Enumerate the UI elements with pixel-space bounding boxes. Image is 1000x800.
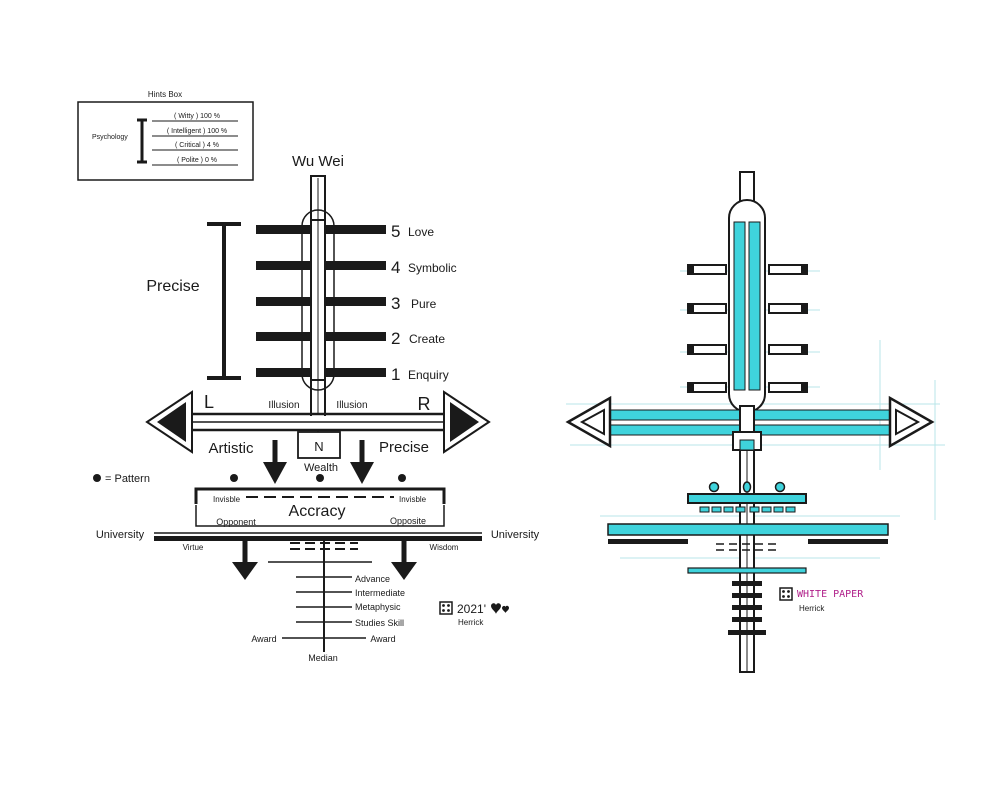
hint-item: ( Intelligent ) 100 % <box>167 128 227 135</box>
precise-right-label: Precise <box>379 439 429 456</box>
capsule-fill-left <box>733 221 746 391</box>
level-number: 1 <box>391 365 400 384</box>
invisible-right-label: Invisble <box>399 495 427 504</box>
hint-item: ( Polite ) 0 % <box>177 157 217 164</box>
illusion-left-label: Illusion <box>268 400 299 411</box>
arrow-left-label: L <box>204 392 214 412</box>
university-right-label: University <box>491 529 540 541</box>
right-university-bar <box>607 523 889 536</box>
right-lower-bar <box>687 567 807 574</box>
accracy-label: Accracy <box>289 503 346 520</box>
wisdom-label: Wisdom <box>430 543 459 552</box>
hint-item: ( Witty ) 100 % <box>174 113 220 120</box>
level-label: Create <box>409 332 445 346</box>
capsule-fill-right <box>748 221 761 391</box>
accracy-frame <box>194 487 446 527</box>
invisible-left-label: Invisble <box>213 495 241 504</box>
dice-icon <box>439 601 453 615</box>
hint-item: ( Critical ) 4 % <box>175 142 219 149</box>
heart-icon <box>502 605 509 613</box>
level-labels: 5 Love 4 Symbolic 3 Pure 2 Create 1 Enqu… <box>391 222 457 384</box>
down-arrow <box>391 562 417 580</box>
down-arrow <box>232 562 258 580</box>
ladder-label: Metaphysic <box>355 602 401 612</box>
arrow-right-label: R <box>418 394 431 414</box>
level-label: Pure <box>411 297 437 311</box>
hints-box-title: Hints Box <box>148 90 182 99</box>
white-paper-title: WHITE PAPER <box>797 589 864 600</box>
level-label: Love <box>408 225 434 239</box>
heart-icon <box>491 603 501 614</box>
pattern-dot <box>230 474 238 482</box>
virtue-label: Virtue <box>183 543 204 552</box>
precise-label: Precise <box>146 278 199 295</box>
hints-box-rows <box>152 120 238 166</box>
right-diagram: WHITE PAPER Herrick <box>565 171 945 673</box>
wealth-label: Wealth <box>304 462 338 474</box>
illusion-right-label: Illusion <box>336 400 367 411</box>
hints-box-bracket <box>137 118 147 164</box>
hints-box-frame <box>77 101 254 181</box>
opponent-label: Opponent <box>216 517 256 527</box>
pattern-legend-dot <box>93 474 101 482</box>
n-box <box>297 431 341 459</box>
level-label: Enquiry <box>408 368 449 382</box>
year-label: 2021' <box>457 602 486 616</box>
median-label: Median <box>308 653 338 663</box>
ladder-label: Advance <box>355 574 390 584</box>
precise-bracket <box>207 222 241 380</box>
level-number: 3 <box>391 294 400 313</box>
award-left-label: Award <box>251 634 276 644</box>
pattern-legend-label: = Pattern <box>105 473 150 485</box>
author-label-right: Herrick <box>799 604 825 613</box>
university-left-label: University <box>96 529 145 541</box>
right-pattern-dots <box>708 481 786 493</box>
artistic-label: Artistic <box>209 440 255 457</box>
down-arrows-upper <box>263 440 374 484</box>
opposite-label: Opposite <box>390 516 426 526</box>
ladder <box>268 541 372 652</box>
side-rungs <box>687 264 808 393</box>
hints-box: Hints Box Psychology ( Witty ) 100 % ( I… <box>77 90 254 181</box>
dice-icon <box>779 587 793 601</box>
wu-wei-label: Wu Wei <box>292 153 344 170</box>
hints-box-category: Psychology <box>92 134 128 141</box>
right-small-blocks <box>699 506 796 513</box>
level-label: Symbolic <box>408 261 457 275</box>
author-label-left: Herrick <box>458 618 484 627</box>
left-diagram: Wu Wei Precise 5 Love 4 Symbolic 3 Pure <box>93 153 540 663</box>
ladder-label: Intermediate <box>355 588 405 598</box>
down-arrow <box>263 462 287 484</box>
pattern-dots <box>230 474 406 482</box>
left-arrowhead-fill <box>157 402 186 442</box>
right-ladder <box>728 581 766 635</box>
right-arrowhead-fill <box>450 402 479 442</box>
ladder-label: Studies Skill <box>355 618 404 628</box>
horizontal-double-arrow <box>145 390 491 454</box>
right-accracy-bar <box>687 493 807 504</box>
down-arrows-lower <box>232 541 417 580</box>
level-number: 4 <box>391 258 400 277</box>
n-box-label: N <box>314 439 323 454</box>
level-number: 2 <box>391 329 400 348</box>
level-number: 5 <box>391 222 400 241</box>
pattern-dot <box>316 474 324 482</box>
down-arrow <box>350 462 374 484</box>
pattern-dot <box>398 474 406 482</box>
award-right-label: Award <box>370 634 395 644</box>
